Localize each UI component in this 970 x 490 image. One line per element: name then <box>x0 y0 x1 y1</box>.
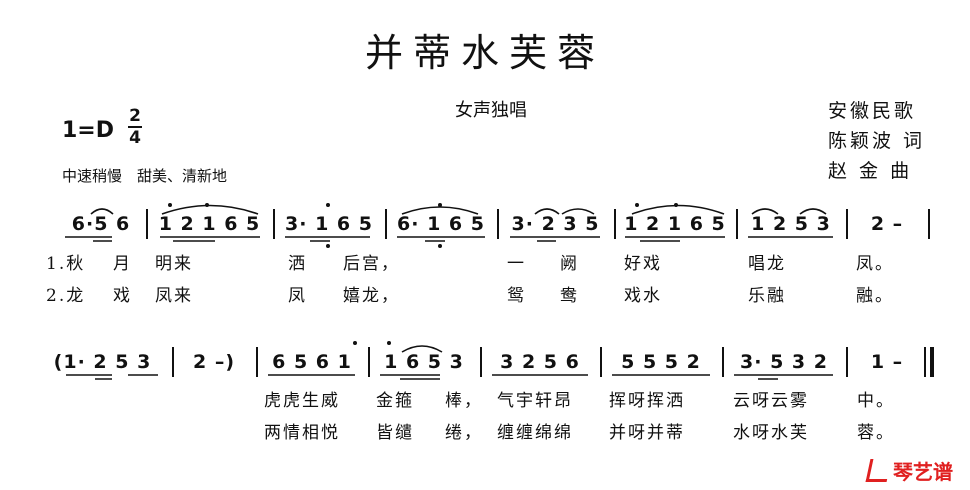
performance-type: 女声独唱 <box>455 100 527 121</box>
lyric-v1: 气宇轩昂 <box>497 391 573 411</box>
score-line-2: (1· 2 5 3 2 –) 6 5 6 1 1 6 5 3 3 2 5 6 5… <box>0 333 970 393</box>
measure: 5 5 5 2 <box>621 351 701 373</box>
lyric-v1: 虎虎生威 <box>264 391 340 411</box>
lyric-v2: 凤 <box>288 286 307 306</box>
lyric-v2: 乐融 <box>748 286 786 306</box>
credit-origin: 安徽民歌 <box>828 100 917 122</box>
lyric-v2: 并呀并蒂 <box>609 423 685 443</box>
lyric-v1: 1.秋 <box>46 254 86 274</box>
site-logo: 琴艺谱 <box>865 456 953 485</box>
measure: 6· 1 6 5 <box>397 213 485 235</box>
song-title: 并蒂水芙蓉 <box>364 31 605 75</box>
time-signature: 2 4 <box>128 106 142 148</box>
lyric-v2: 皆缱 <box>376 423 414 443</box>
lyric-v2: 融。 <box>856 286 894 306</box>
lyric-v2: 蓉。 <box>857 423 895 443</box>
lyric-v1: 好戏 <box>624 254 662 274</box>
lyric-v1: 凤。 <box>856 254 894 274</box>
measure: 2 – <box>870 213 904 235</box>
measure: 2 –) <box>192 351 236 373</box>
measure: 1 2 5 3 <box>751 213 831 235</box>
logo-text: 琴艺谱 <box>893 460 953 484</box>
lyric-v1: 阙 <box>560 254 579 274</box>
lyric-v1: 明来 <box>155 254 193 274</box>
measure: 1 – <box>870 351 904 373</box>
measure: 6 5 6 1 <box>272 351 352 373</box>
lyric-v1: 洒 <box>288 254 307 274</box>
credit-lyricist: 陈颖波 词 <box>828 130 926 152</box>
lyric-v1: 云呀云雾 <box>733 391 809 411</box>
measure: 1 6 5 3 <box>384 351 464 373</box>
lyric-v1: 唱龙 <box>748 254 786 274</box>
lyric-v2: 凤来 <box>155 286 193 306</box>
measure: 1 2 1 6 5 <box>158 213 261 235</box>
lyric-v1: 金箍 <box>376 391 414 411</box>
lyric-v2: 戏 <box>113 286 132 306</box>
lyric-v2: 缠缠绵绵 <box>497 423 573 443</box>
lyric-v1: 后宫， <box>343 254 400 274</box>
lyric-v2: 鸯 <box>560 286 579 306</box>
lyric-v2: 两情相悦 <box>264 423 340 443</box>
logo-mark-icon <box>865 459 892 482</box>
lyric-v1: 挥呀挥洒 <box>609 391 685 411</box>
key-signature: 1=D <box>62 118 115 143</box>
lyric-v2: 2.龙 <box>46 286 86 306</box>
lyric-v1: 月 <box>113 254 132 274</box>
time-top: 2 <box>129 106 141 126</box>
lyric-v1: 一 <box>507 254 526 274</box>
time-bottom: 4 <box>129 128 141 148</box>
lyric-v2: 绻， <box>445 423 483 443</box>
measure: 3· 1 6 5 <box>285 213 373 235</box>
measure: 3· 2 3 5 <box>511 213 600 235</box>
lyric-v2: 戏水 <box>624 286 662 306</box>
measure: 3· 5 3 2 <box>740 351 828 373</box>
tempo-marking: 中速稍慢 甜美、清新地 <box>62 167 228 185</box>
credit-composer: 赵 金 曲 <box>828 160 913 182</box>
measure: 3 2 5 6 <box>500 351 580 373</box>
score-line-1: 6·5 6 1 2 1 6 5 3· 1 6 5 6· 1 6 5 3· 2 3… <box>0 195 970 255</box>
lyric-v2: 水呀水芙 <box>733 423 809 443</box>
measure: (1· 2 5 3 <box>53 351 152 373</box>
measure: 6·5 6 <box>71 213 131 235</box>
lyric-v2: 鸳 <box>507 286 526 306</box>
lyric-v1: 棒， <box>445 391 483 411</box>
lyric-v1: 中。 <box>857 391 895 411</box>
lyric-v2: 嬉龙， <box>343 286 400 306</box>
measure: 1 2 1 6 5 <box>624 213 726 235</box>
